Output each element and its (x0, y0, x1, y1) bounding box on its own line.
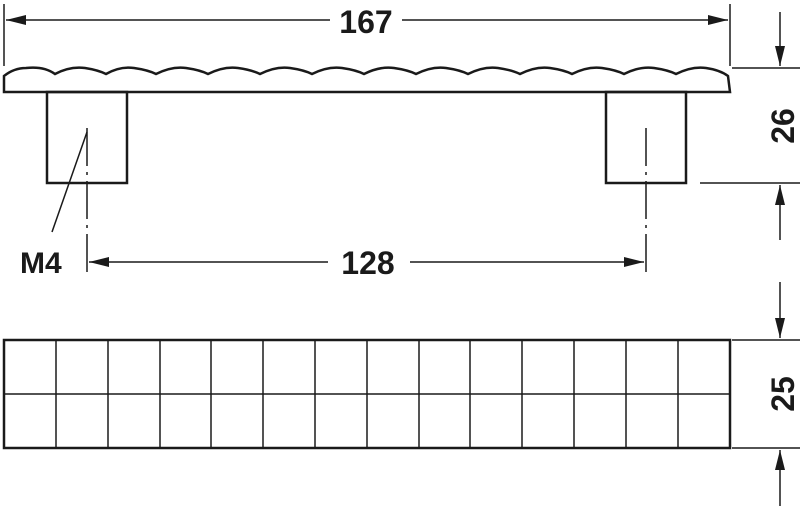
top-view (2, 338, 732, 450)
grid-verticals (55, 340, 679, 448)
center-lines (86, 128, 647, 278)
thread-leader-line (51, 131, 88, 233)
dimension-height (700, 12, 800, 240)
height-label: 26 (765, 108, 800, 144)
width-label: 25 (765, 376, 800, 412)
overall-length-label: 167 (339, 4, 392, 40)
dimension-overall-length (3, 4, 731, 66)
thread-label: M4 (20, 247, 62, 280)
handle-bar-outline (2, 66, 732, 94)
dimension-width (732, 282, 800, 506)
hole-spacing-label: 128 (341, 245, 394, 281)
side-view (2, 66, 732, 185)
